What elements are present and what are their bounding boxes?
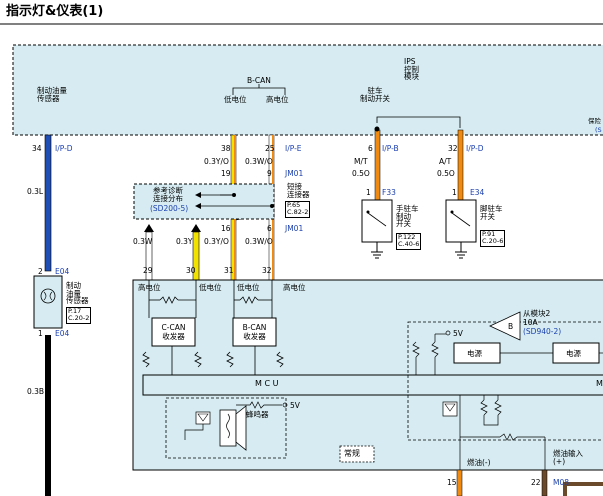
conn-e04-top: E04 bbox=[55, 267, 70, 276]
page-title: 指示灯&仪表(1) bbox=[6, 4, 104, 19]
fuel-input-label: 燃油输入 (+) bbox=[553, 449, 583, 466]
ccan-transceiver: C-CAN 收发器 bbox=[161, 323, 186, 341]
buzzer-5v: 5V bbox=[290, 401, 300, 410]
conn-jm01-top: JM01 bbox=[285, 169, 304, 178]
cluster-low-1: 低电位 bbox=[199, 283, 222, 292]
pin-2: 2 bbox=[38, 267, 43, 276]
pin-32-cluster: 32 bbox=[262, 266, 272, 275]
wire-0.5o-left: 0.5O bbox=[352, 169, 370, 178]
pin-9: 9 bbox=[267, 169, 272, 178]
hand-brake-code: C.40-6 bbox=[398, 240, 420, 249]
bcan-transceiver: B-CAN 收发器 bbox=[242, 323, 267, 341]
wire-0.3yo-1: 0.3Y/O bbox=[204, 157, 229, 166]
fuse-10a: 10A bbox=[523, 318, 538, 327]
cluster-low-2: 低电位 bbox=[237, 283, 260, 292]
conn-ip-e: I/P-E bbox=[285, 144, 302, 153]
ips-module-label: IPS 控制 模块 bbox=[404, 57, 419, 81]
conn-ip-b: I/P-B bbox=[382, 144, 399, 153]
wire-0.3l bbox=[44, 134, 52, 272]
foot-brake-page: P.91 bbox=[482, 230, 496, 238]
joint-connector-code: C.82-2 bbox=[287, 208, 309, 217]
pin-6-top: 6 bbox=[368, 144, 373, 153]
bcan-high-label: 高电位 bbox=[266, 95, 289, 104]
fuel-minus-label: 燃油(-) bbox=[467, 458, 491, 467]
wire-mt: M/T bbox=[354, 157, 368, 166]
pin-19: 19 bbox=[221, 169, 231, 178]
pin-38: 38 bbox=[221, 144, 231, 153]
wire-0.3l-label: 0.3L bbox=[27, 187, 44, 196]
pin-25: 25 bbox=[265, 144, 275, 153]
conn-ip-d-right: I/P-D bbox=[466, 144, 484, 153]
pin-15: 15 bbox=[447, 478, 457, 487]
pin-29: 29 bbox=[143, 266, 153, 275]
hand-brake-switch-ref: P.122 C.40-6 bbox=[396, 233, 422, 250]
power-block-1: 电源 bbox=[467, 349, 482, 358]
pin-1-sensor: 1 bbox=[38, 329, 43, 338]
brake-fluid-sensor-ref: P.17 C.20-2 bbox=[66, 307, 92, 324]
diag-sd-ref: (SD200-5) bbox=[150, 204, 189, 213]
foot-brake-switch-label: 脚驻车 开关 bbox=[480, 204, 503, 221]
cluster-high-1: 高电位 bbox=[138, 283, 161, 292]
ips-module-box bbox=[12, 44, 603, 136]
mcu-label: M C U bbox=[255, 379, 279, 388]
joint-connector-page: P.65 bbox=[287, 201, 301, 209]
bcan-title: B-CAN bbox=[247, 76, 271, 85]
buzzer-label: 蜂鸣器 bbox=[246, 410, 269, 419]
conn-f33: F33 bbox=[382, 188, 396, 197]
conn-e34: E34 bbox=[470, 188, 485, 197]
wire-0.3w: 0.3W bbox=[133, 237, 153, 246]
conn-jm01-bottom: JM01 bbox=[285, 224, 304, 233]
wire-0.5o-right: 0.5O bbox=[437, 169, 455, 178]
wire-at: A/T bbox=[439, 157, 452, 166]
sensor-page: P.17 bbox=[68, 307, 82, 315]
conn-m08: M08 bbox=[553, 478, 570, 487]
wire-0.3y: 0.3Y bbox=[176, 237, 193, 246]
pin-34: 34 bbox=[32, 144, 42, 153]
pin-1-e34: 1 bbox=[452, 188, 457, 197]
conn-e04-bottom: E04 bbox=[55, 329, 70, 338]
wire-0.3wo-2: 0.3W/O bbox=[245, 237, 273, 246]
supply-5v: 5V bbox=[453, 329, 463, 338]
foot-brake-switch-ref: P.91 C.20-6 bbox=[480, 230, 506, 247]
hand-brake-switch-label: 手驻车 制动 开关 bbox=[396, 204, 419, 228]
diag-distribution-label: 参考诊断 连接分布 bbox=[153, 186, 183, 203]
ips-right-sd: (S bbox=[595, 126, 602, 134]
conn-ip-d-left: I/P-D bbox=[55, 144, 73, 153]
brake-fluid-sensor-top-label: 制动油量 传感器 bbox=[37, 86, 67, 103]
wire-0.3wo-1: 0.3W/O bbox=[245, 157, 273, 166]
brake-fluid-sensor-label: 制动 油量 传感器 bbox=[66, 281, 89, 305]
foot-brake-code: C.20-6 bbox=[482, 237, 504, 246]
normal-label: 常规 bbox=[344, 449, 360, 458]
bcan-low-label: 低电位 bbox=[224, 95, 247, 104]
sd940-ref: (SD940-2) bbox=[523, 327, 562, 336]
joint-connector-label: 短接 连接器 bbox=[287, 182, 310, 199]
sensor-code: C.20-2 bbox=[68, 314, 90, 323]
pin-16: 16 bbox=[221, 224, 231, 233]
wire-0.3b bbox=[45, 335, 51, 496]
wire-0.3yo-2: 0.3Y/O bbox=[204, 237, 229, 246]
pin-32-top: 32 bbox=[448, 144, 458, 153]
hand-brake-page: P.122 bbox=[398, 233, 416, 241]
slave-module-2: 从模块2 bbox=[523, 309, 551, 318]
power-block-2: 电源 bbox=[566, 349, 581, 358]
amp-b-label: B bbox=[508, 322, 514, 331]
pin-1-f33: 1 bbox=[366, 188, 371, 197]
pin-22: 22 bbox=[531, 478, 541, 487]
mcu-right-label: M bbox=[596, 379, 603, 388]
parking-brake-top-label: 驻车 制动开关 bbox=[360, 86, 390, 103]
wire-0.3b-label: 0.3B bbox=[27, 387, 45, 396]
cluster-high-2: 高电位 bbox=[283, 283, 306, 292]
ips-right-label: 保险 bbox=[588, 117, 601, 125]
pin-6-mid: 6 bbox=[267, 224, 272, 233]
pin-31: 31 bbox=[224, 266, 234, 275]
pin-30: 30 bbox=[186, 266, 196, 275]
joint-connector-ref: P.65 C.82-2 bbox=[285, 201, 311, 218]
